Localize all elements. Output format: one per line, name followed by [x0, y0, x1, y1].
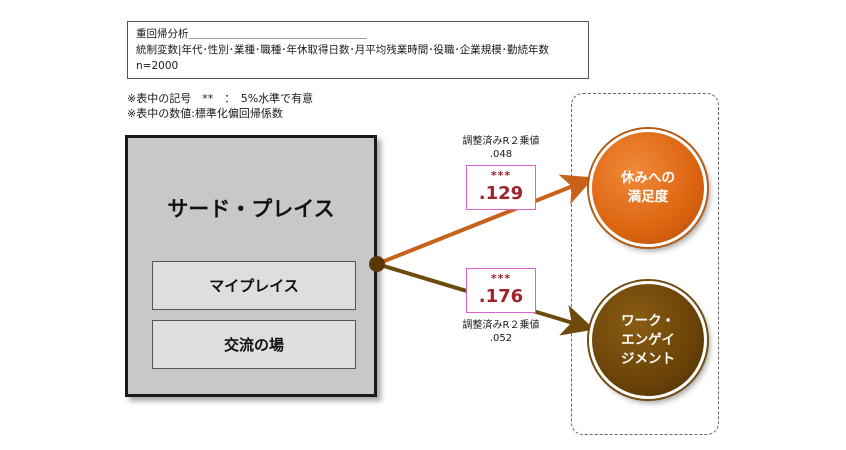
significance-stars: ***: [490, 169, 512, 182]
r2-value: .048: [489, 149, 513, 160]
third-place-title: サード・プレイス: [167, 197, 335, 221]
r2-caption: 調整済みR２乗値: [462, 136, 540, 147]
sample-size-label: n=2000: [136, 60, 179, 72]
r2-label-path1: 調整済みR２乗値 .048: [446, 135, 556, 161]
work-engagement-circle: ワーク・ エンゲイ ジメント: [589, 281, 707, 399]
significance-stars: ***: [490, 272, 512, 285]
analysis-info-box: 重回帰分析＿＿＿＿＿＿＿＿＿＿＿＿＿＿＿＿＿ 統制変数|年代･性別･業種･職種･…: [127, 21, 589, 79]
coefficient-note: ※表中の数値:標準化偏回帰係数: [127, 107, 283, 120]
outcome-group-box: [571, 93, 719, 435]
r2-caption: 調整済みR２乗値: [462, 320, 540, 331]
arrow-to-holiday-satisfaction: [376, 174, 595, 266]
analysis-method-label: 重回帰分析＿＿＿＿＿＿＿＿＿＿＿＿＿＿＿＿＿: [136, 28, 367, 40]
r2-label-path2: 調整済みR２乗値 .052: [446, 319, 556, 345]
holiday-satisfaction-circle: 休みへの 満足度: [589, 129, 707, 247]
my-place-box: マイプレイス: [152, 261, 356, 310]
holiday-satisfaction-label: 休みへの 満足度: [621, 170, 675, 205]
significance-note: ※表中の記号 ** ： 5%水準で有意: [127, 92, 314, 105]
work-engagement-label: ワーク・ エンゲイ ジメント: [621, 312, 675, 367]
coefficient-value: .176: [478, 286, 524, 307]
coefficient-box-path1: *** .129: [466, 165, 536, 210]
coefficient-box-path2: *** .176: [466, 268, 536, 313]
connector-dot: [369, 256, 385, 272]
r2-value: .052: [489, 333, 513, 344]
coefficient-value: .129: [478, 183, 524, 204]
exchange-place-box: 交流の場: [152, 320, 356, 369]
control-variables-label: 統制変数|年代･性別･業種･職種･年休取得日数･月平均残業時間･役職･企業規模･…: [136, 44, 550, 56]
